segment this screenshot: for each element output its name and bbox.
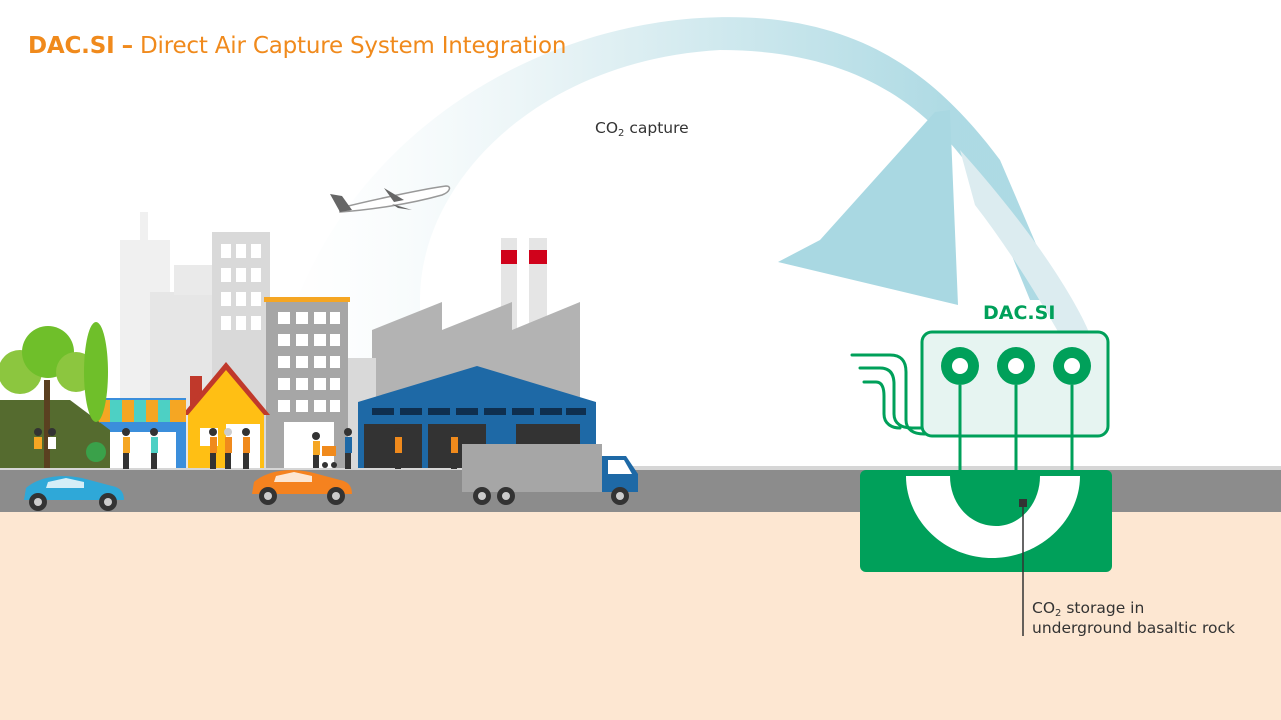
- blue-car: [24, 476, 124, 511]
- shop-with-awning: [98, 398, 186, 468]
- title-full-name: Direct Air Capture System Integration: [140, 33, 567, 59]
- yellow-house: [182, 362, 270, 468]
- page-title: DAC.SI – Direct Air Capture System Integ…: [28, 33, 566, 59]
- title-acronym: DAC.SI: [28, 33, 115, 59]
- co2-capture-arrow: [263, 17, 1090, 468]
- co2-storage-line1: CO2 storage in: [1032, 599, 1145, 619]
- people-group: [34, 428, 458, 469]
- dac-si-unit: [850, 330, 1112, 636]
- title-dash: –: [121, 33, 134, 59]
- co2-capture-label: CO2 capture: [595, 119, 689, 139]
- dac-si-unit-label: DAC.SI: [983, 302, 1056, 324]
- delivery-truck: [462, 444, 638, 505]
- co2-storage-label: CO2 storage in underground basaltic rock: [1032, 598, 1235, 638]
- factory-with-chimneys: [346, 238, 580, 468]
- co2-storage-line2: underground basaltic rock: [1032, 619, 1235, 637]
- orange-car: [252, 470, 352, 505]
- road-edge: [0, 466, 1281, 470]
- collector-fans: [941, 347, 1091, 385]
- storage-point-marker: [1019, 499, 1027, 507]
- park-trees: [0, 322, 110, 468]
- airplane: [330, 185, 451, 213]
- office-building: [264, 297, 350, 468]
